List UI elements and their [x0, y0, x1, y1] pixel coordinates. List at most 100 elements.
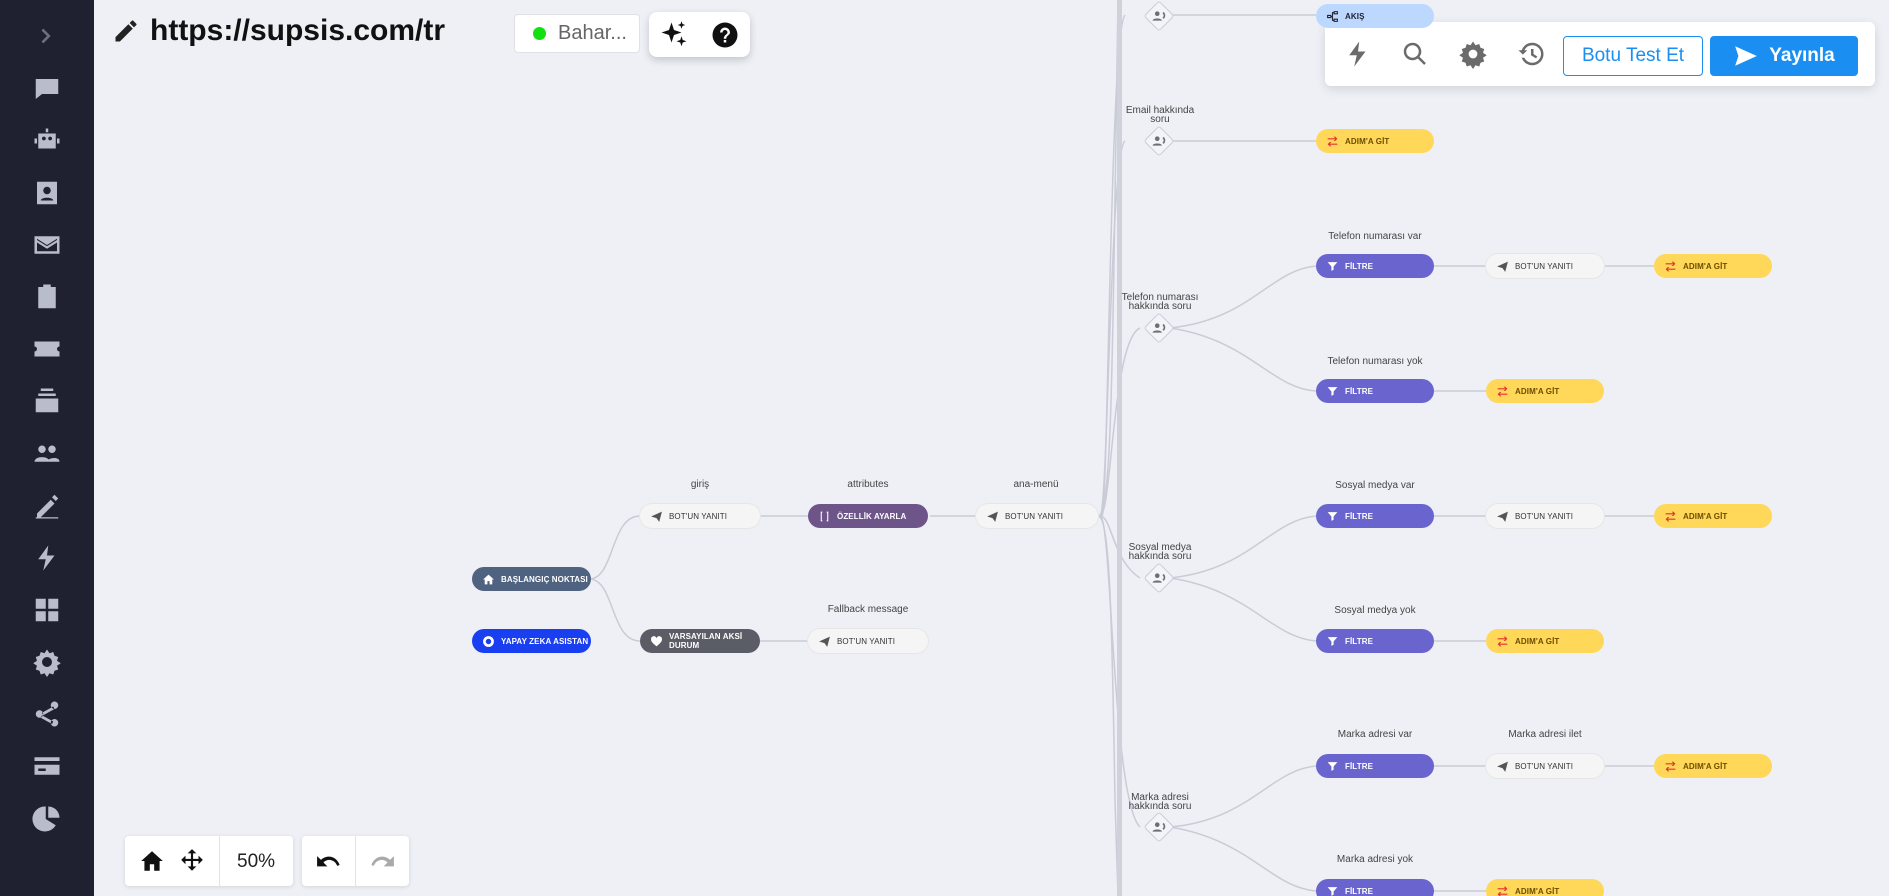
share-icon[interactable]: [27, 694, 67, 734]
automation-icon[interactable]: [27, 538, 67, 578]
goto-node-brand-no[interactable]: ADIM'A GİT: [1486, 879, 1604, 896]
bot-reply-node-social[interactable]: BOT'UN YANITI: [1486, 504, 1604, 528]
mail-icon[interactable]: [27, 225, 67, 265]
goto-node-phone-yes[interactable]: ADIM'A GİT: [1654, 254, 1772, 278]
undo-icon[interactable]: [316, 848, 342, 874]
bot-reply-node-phone[interactable]: BOT'UN YANITI: [1486, 254, 1604, 278]
settings-icon[interactable]: [27, 642, 67, 682]
search-icon[interactable]: [1400, 39, 1430, 69]
filter-node-phone-no[interactable]: FİLTRE: [1316, 379, 1434, 403]
goto-icon: [1497, 386, 1508, 396]
bot-title[interactable]: https://supsis.com/tr: [150, 14, 446, 47]
goto-label: ADIM'A GİT: [1683, 261, 1728, 271]
reports-icon[interactable]: [27, 799, 67, 839]
test-bot-button[interactable]: Botu Test Et: [1563, 36, 1703, 76]
goto-icon: [1497, 636, 1508, 646]
bot-icon[interactable]: [27, 121, 67, 161]
home-icon[interactable]: [139, 848, 165, 874]
pencil-icon[interactable]: [112, 17, 140, 45]
goto-node-social-no[interactable]: ADIM'A GİT: [1486, 629, 1604, 653]
set-attribute-node[interactable]: ÖZELLİK AYARLA: [808, 504, 928, 528]
filter-icon: [1327, 886, 1338, 896]
label-social-no: Sosyal medya yok: [1334, 605, 1416, 616]
filter-label: FİLTRE: [1345, 636, 1374, 646]
contacts-icon[interactable]: [27, 173, 67, 213]
filter-label: FİLTRE: [1345, 261, 1374, 271]
user-voice-icon: [1152, 822, 1166, 832]
ai-gear-icon: [483, 635, 494, 647]
question-node-phone[interactable]: [1143, 312, 1175, 344]
goto-node-email[interactable]: ADIM'A GİT: [1316, 129, 1434, 153]
send-icon: [1735, 46, 1758, 66]
filter-label: FİLTRE: [1345, 886, 1374, 896]
goto-label: ADIM'A GİT: [1515, 886, 1560, 896]
label-brand-yes: Marka adresi var: [1337, 729, 1413, 740]
filter-node-brand-no[interactable]: FİLTRE: [1316, 879, 1434, 896]
filter-node-social-yes[interactable]: FİLTRE: [1316, 504, 1434, 528]
label-social-q: Sosyal medya hakkında soru: [1128, 542, 1192, 562]
assist-buttons: [649, 12, 750, 57]
flow-node-label: AKIŞ: [1345, 11, 1365, 21]
bot-reply-node-brand[interactable]: BOT'UN YANITI: [1486, 754, 1604, 778]
history-controls: [302, 836, 409, 886]
ai-assistant-node[interactable]: YAPAY ZEKA ASISTAN: [472, 629, 591, 653]
goto-node-social-yes[interactable]: ADIM'A GİT: [1654, 504, 1772, 528]
question-node-brand[interactable]: [1143, 811, 1175, 843]
goto-icon: [1665, 761, 1676, 771]
forms-icon[interactable]: [27, 486, 67, 526]
help-icon[interactable]: [710, 20, 740, 50]
zoom-level[interactable]: 50%: [237, 851, 276, 872]
history-icon[interactable]: [1516, 39, 1546, 69]
default-node-label: VARSAYILAN AKSİ DURUM: [669, 632, 743, 650]
publish-button[interactable]: Yayınla: [1710, 36, 1858, 76]
live-chat-icon[interactable]: [27, 69, 67, 109]
filter-node-brand-yes[interactable]: FİLTRE: [1316, 754, 1434, 778]
fit-view-icon[interactable]: [179, 848, 205, 874]
set-attr-label: ÖZELLİK AYARLA: [837, 511, 907, 521]
goto-label: ADIM'A GİT: [1515, 636, 1560, 646]
gear-icon[interactable]: [1458, 39, 1488, 69]
bot-reply-node-ana-menu[interactable]: BOT'UN YANITI: [976, 504, 1098, 528]
inbox-icon[interactable]: [27, 381, 67, 421]
bot-reply-node-giris[interactable]: BOT'UN YANITI: [640, 504, 760, 528]
filter-icon: [1327, 261, 1338, 271]
ai-node-label: YAPAY ZEKA ASISTAN: [501, 636, 589, 646]
label-phone-yes: Telefon numarası var: [1328, 231, 1422, 242]
bot-reply-label: BOT'UN YANITI: [1515, 511, 1574, 521]
heart-icon: [651, 635, 662, 646]
label-giris: giriş: [690, 479, 710, 490]
question-node-email[interactable]: [1143, 125, 1175, 157]
label-email-q: Email hakkında soru: [1125, 105, 1195, 125]
goto-node-phone-no[interactable]: ADIM'A GİT: [1486, 379, 1604, 403]
user-voice-icon: [1152, 136, 1166, 146]
redo-icon[interactable]: [369, 848, 395, 874]
bot-reply-node-fallback[interactable]: BOT'UN YANITI: [808, 629, 928, 653]
dashboard-icon[interactable]: [27, 590, 67, 630]
tasks-icon[interactable]: [27, 277, 67, 317]
label-fallback: Fallback message: [827, 604, 909, 615]
filter-label: FİLTRE: [1345, 761, 1374, 771]
goto-label: ADIM'A GİT: [1683, 761, 1728, 771]
brackets-icon: [820, 511, 829, 521]
question-node-top[interactable]: [1143, 0, 1175, 32]
agent-selector[interactable]: Bahar...: [514, 14, 640, 53]
send-icon: [1497, 761, 1508, 772]
billing-icon[interactable]: [27, 746, 67, 786]
label-brand-no: Marka adresi yok: [1336, 854, 1414, 865]
default-node[interactable]: VARSAYILAN AKSİ DURUM: [640, 629, 760, 653]
lightning-icon[interactable]: [1343, 39, 1373, 69]
ai-sparkle-icon[interactable]: [659, 20, 689, 50]
question-node-social[interactable]: [1143, 562, 1175, 594]
ticket-icon[interactable]: [27, 329, 67, 369]
expand-sidebar-icon[interactable]: [27, 16, 67, 56]
goto-node-brand-yes[interactable]: ADIM'A GİT: [1654, 754, 1772, 778]
bot-title-area[interactable]: https://supsis.com/tr: [112, 14, 445, 48]
filter-node-social-no[interactable]: FİLTRE: [1316, 629, 1434, 653]
start-node[interactable]: BAŞLANGIÇ NOKTASI: [472, 567, 591, 591]
goto-icon: [1665, 261, 1676, 271]
flow-node[interactable]: AKIŞ: [1316, 4, 1434, 28]
filter-node-phone-yes[interactable]: FİLTRE: [1316, 254, 1434, 278]
users-icon[interactable]: [27, 433, 67, 473]
home-icon: [483, 574, 494, 584]
bot-reply-label: BOT'UN YANITI: [669, 511, 728, 521]
